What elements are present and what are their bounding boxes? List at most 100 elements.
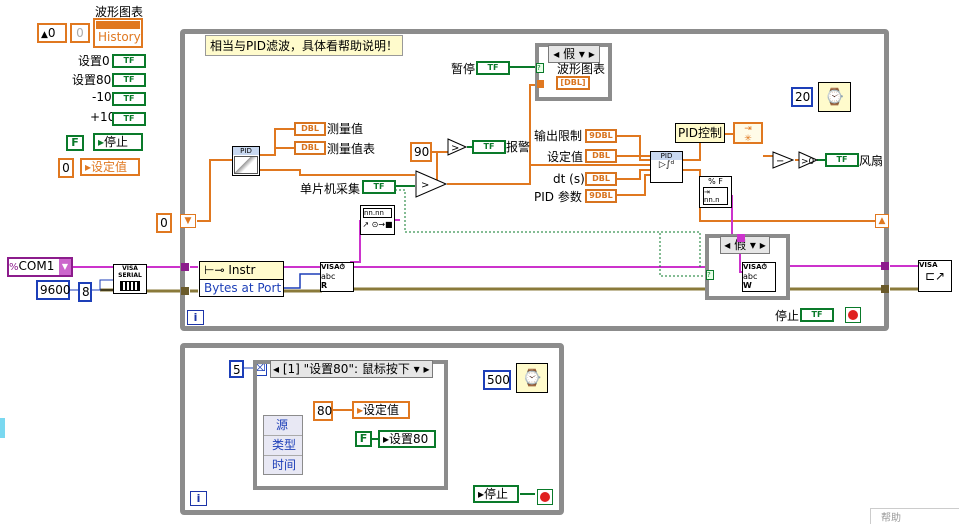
greater-zero-node[interactable]: >0 bbox=[798, 151, 819, 169]
output-limit-terminal[interactable]: 9DBL bbox=[585, 129, 617, 143]
stop-local-variable[interactable]: ▸停止 bbox=[93, 133, 143, 151]
write-case-selector-terminal: ? bbox=[706, 270, 714, 280]
dt-label: dt (s) bbox=[553, 172, 585, 186]
string-tunnel bbox=[737, 234, 745, 242]
output-limit-label: 输出限制 bbox=[534, 129, 583, 143]
stop-condition-icon[interactable] bbox=[845, 307, 861, 323]
format-icon-bottom: ⇥ nn.n bbox=[703, 187, 728, 205]
history-property: History bbox=[98, 30, 141, 44]
pause-case-selector[interactable]: ◂ 假 ▾ ▸ bbox=[548, 45, 600, 63]
format-string-node[interactable]: % F ⇥ nn.n bbox=[699, 176, 732, 208]
svg-text:>0: >0 bbox=[801, 157, 815, 167]
event-wait-const[interactable]: 500 bbox=[483, 370, 511, 390]
case-selector-terminal: ? bbox=[536, 63, 544, 73]
visa-property-node[interactable]: ⊢⊸ Instr Bytes at Port bbox=[199, 261, 284, 297]
svg-text:−: − bbox=[776, 156, 784, 167]
event-stop-local[interactable]: ▸停止 bbox=[473, 485, 519, 503]
dt-terminal[interactable]: DBL bbox=[585, 172, 617, 186]
dropdown-arrow-icon[interactable]: ▼ bbox=[59, 259, 71, 275]
read-letter: R bbox=[321, 281, 328, 290]
event-data-node: 源 类型 时间 bbox=[263, 415, 303, 475]
visa-write-icon: VISA⏱ bbox=[743, 263, 767, 271]
pid-control-terminal[interactable]: ⇥✳ bbox=[733, 122, 763, 144]
set80-terminal[interactable]: TF bbox=[112, 73, 146, 87]
comment-label: 相当与PID滤波，具体看帮助说明！ bbox=[205, 35, 404, 56]
event-wait-timer-icon[interactable]: ⌚ bbox=[516, 363, 548, 393]
format-icon: nn.nn bbox=[363, 208, 392, 218]
databits-const[interactable]: 8 bbox=[78, 282, 92, 302]
setpoint-label: 设定值 bbox=[547, 150, 584, 164]
visa-read-node[interactable]: VISA⏱ abc R bbox=[320, 262, 354, 292]
set0-terminal[interactable]: TF bbox=[112, 54, 146, 68]
graph-value-const[interactable]: ▲0 bbox=[37, 23, 67, 43]
main-while-loop[interactable] bbox=[180, 29, 889, 331]
pause-terminal[interactable]: TF bbox=[476, 61, 510, 75]
pid-subvi[interactable]: PID ▷∫ᵈ bbox=[650, 151, 683, 183]
pid-filter-title: PID bbox=[233, 147, 259, 155]
subtract-node[interactable]: − bbox=[772, 151, 795, 169]
visa-configure-serial[interactable]: VISA SERIAL bbox=[113, 264, 147, 294]
visa-resource-const[interactable]: %COM1 ▼ bbox=[7, 257, 73, 277]
graph-local-terminal[interactable]: [DBL] bbox=[556, 76, 590, 90]
visa-read-icon: VISA⏱ bbox=[321, 263, 345, 271]
abc-read-icon: abc bbox=[321, 272, 336, 281]
event-data-type[interactable]: 类型 bbox=[264, 436, 302, 456]
set80-local-variable[interactable]: ▸设置80 bbox=[378, 430, 436, 448]
write-letter: W bbox=[743, 281, 752, 290]
greater-than-node[interactable]: > bbox=[447, 138, 468, 156]
resource-tunnel-left bbox=[181, 263, 189, 271]
case-tunnel bbox=[537, 80, 544, 88]
event-data-source[interactable]: 源 bbox=[264, 416, 302, 436]
corner-help-tab[interactable]: 帮助 bbox=[870, 508, 959, 524]
scan-arrows-icon: ↗ ⊙→■ bbox=[362, 220, 393, 229]
baud-rate-const[interactable]: 9600 bbox=[36, 280, 71, 300]
mcu-collect-terminal[interactable]: TF bbox=[362, 180, 396, 194]
plus10-terminal[interactable]: TF bbox=[112, 112, 146, 126]
event-data-time[interactable]: 时间 bbox=[272, 458, 297, 472]
stop-sign-icon bbox=[848, 310, 858, 320]
graph-property-node[interactable]: History bbox=[93, 18, 143, 48]
main-stop-terminal[interactable]: TF bbox=[800, 308, 834, 322]
pid-params-label: PID 参数 bbox=[534, 190, 582, 204]
property-header bbox=[96, 21, 140, 29]
visa-close-text: VISA bbox=[919, 261, 938, 269]
pid-params-terminal[interactable]: 9DBL bbox=[585, 189, 617, 203]
measured-value-terminal[interactable]: DBL bbox=[294, 122, 326, 136]
wait-ms-const[interactable]: 20 bbox=[791, 87, 813, 107]
error-tunnel-right bbox=[881, 285, 889, 293]
setpoint-zero-const[interactable]: 0 bbox=[58, 158, 74, 178]
event-case-selector[interactable]: ◂ [1] "设置80": 鼠标按下 ▾ ▸ bbox=[270, 360, 433, 378]
select-node[interactable]: > bbox=[415, 170, 448, 198]
measured-chart-terminal[interactable]: DBL bbox=[294, 141, 326, 155]
write-case-selector[interactable]: ◂ 假 ▾ ▸ bbox=[720, 236, 770, 254]
alarm-terminal[interactable]: TF bbox=[472, 140, 506, 154]
pid-filter-subvi[interactable]: PID bbox=[232, 146, 260, 176]
wait-timer-icon[interactable]: ⌚ bbox=[818, 82, 851, 112]
property-class-row: ⊢⊸ Instr bbox=[200, 262, 283, 280]
event-timeout-const[interactable]: 5 bbox=[229, 360, 244, 378]
setpoint-terminal[interactable]: DBL bbox=[585, 149, 617, 163]
filter-icon bbox=[234, 156, 258, 174]
event-false-const[interactable]: F bbox=[355, 431, 372, 447]
visa-close-node[interactable]: VISA ⊏↗ bbox=[918, 260, 952, 292]
threshold-const[interactable]: 90 bbox=[410, 142, 432, 162]
visa-write-node[interactable]: VISA⏱ abc W bbox=[742, 262, 776, 292]
minus10-label: -10 bbox=[92, 90, 112, 104]
setpoint-local-variable[interactable]: ▸设定值 bbox=[80, 158, 140, 176]
measured-value-label: 测量值 bbox=[327, 122, 364, 136]
svg-text:>: > bbox=[421, 180, 429, 191]
fan-terminal[interactable]: TF bbox=[825, 153, 859, 167]
serial-port-icon bbox=[120, 281, 140, 291]
minus10-terminal[interactable]: TF bbox=[112, 92, 146, 106]
event-setpoint-local[interactable]: ▸设定值 bbox=[352, 401, 410, 419]
shift-init-const[interactable]: 0 bbox=[156, 213, 172, 233]
event-stop-condition-icon[interactable] bbox=[537, 489, 553, 505]
const-80[interactable]: 80 bbox=[313, 401, 333, 421]
bytes-at-port-property[interactable]: Bytes at Port bbox=[204, 281, 282, 295]
event-while-loop[interactable] bbox=[180, 343, 564, 515]
stop-false-const[interactable]: F bbox=[66, 135, 84, 151]
scan-string-node[interactable]: nn.nn ↗ ⊙→■ bbox=[360, 205, 395, 235]
alarm-label: 报警 bbox=[506, 140, 531, 154]
set0-label: 设置0 bbox=[78, 54, 110, 68]
mcu-collect-label: 单片机采集 bbox=[300, 182, 361, 196]
